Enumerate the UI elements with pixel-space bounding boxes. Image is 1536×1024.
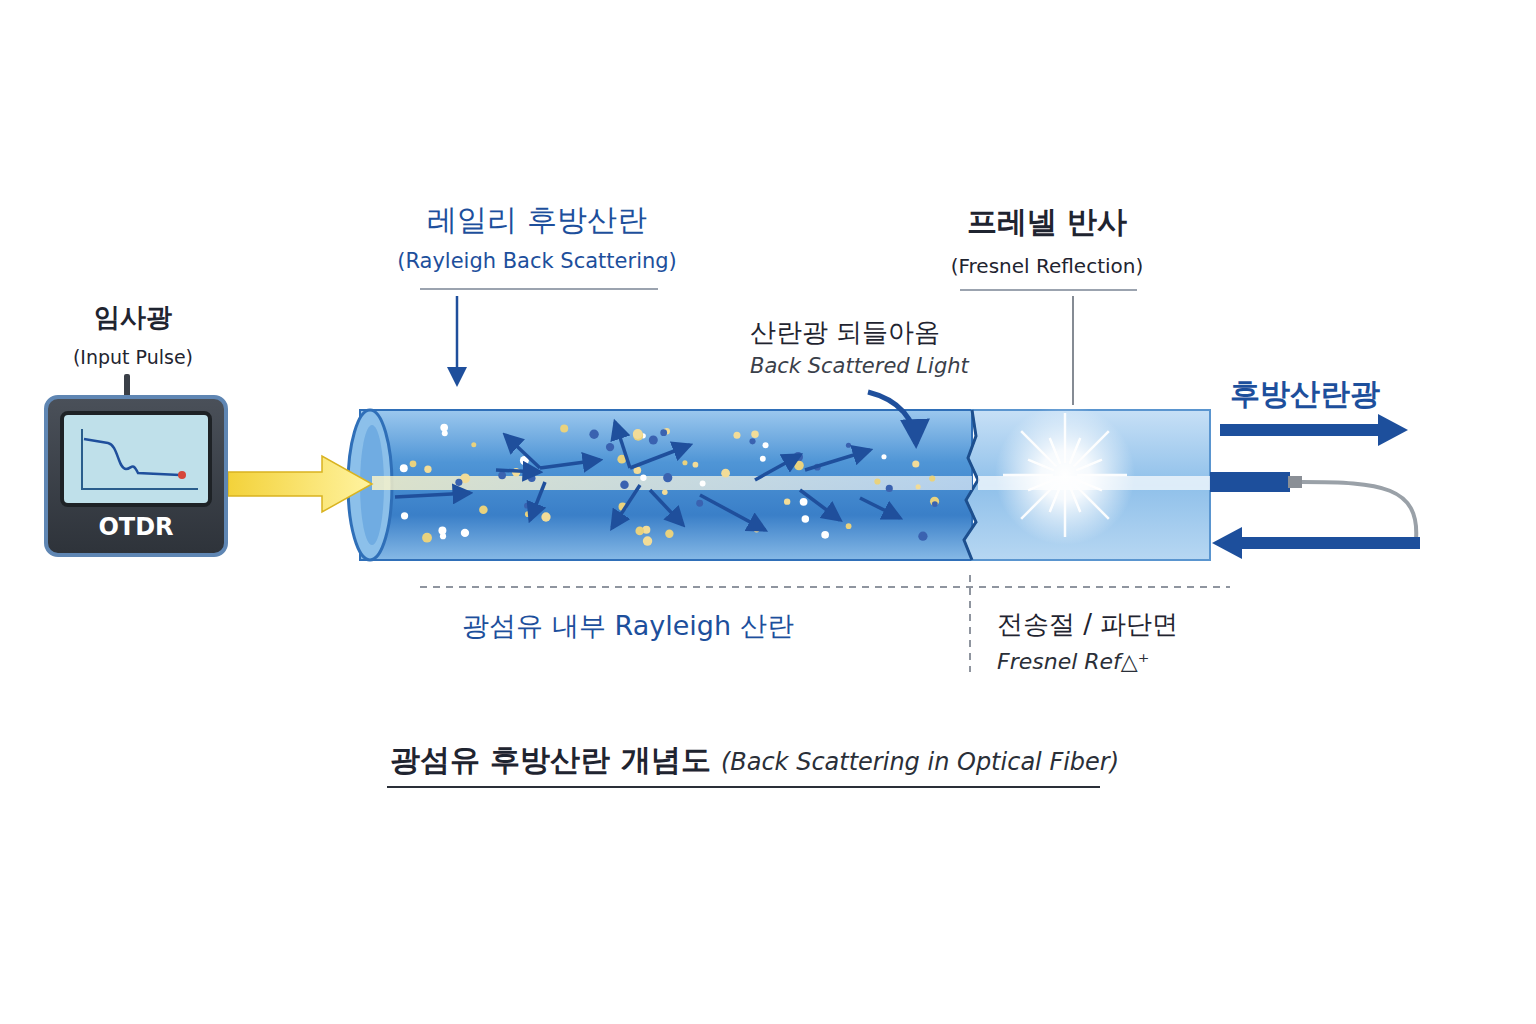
scatter-particle — [660, 429, 667, 436]
rayleigh-title: 레일리 후방산란 — [427, 202, 647, 238]
scatter-particle — [649, 436, 658, 445]
backscatter-arrows — [1212, 414, 1420, 559]
scatter-particle — [693, 462, 699, 468]
scatter-particle — [620, 480, 629, 489]
scatter-particle — [455, 479, 462, 486]
scatter-particle — [401, 512, 408, 519]
scatter-particle — [912, 460, 919, 467]
scatter-particle — [665, 530, 673, 538]
title-underline — [387, 786, 1100, 788]
scatter-particle — [721, 469, 730, 478]
glow-ray — [1073, 483, 1108, 518]
scatter-particle — [498, 471, 506, 479]
scatter-particle — [635, 527, 644, 536]
glow-ray — [1077, 474, 1127, 477]
scatter-particle — [440, 424, 448, 432]
scatter-particle — [918, 532, 927, 541]
glow-ray — [1021, 483, 1056, 518]
scatter-particle — [696, 500, 703, 507]
scatter-particle — [846, 443, 851, 448]
fresnel-subtitle: (Fresnel Reflection) — [951, 254, 1144, 278]
optical-fiber — [348, 405, 1416, 560]
fresnel-title: 프레넬 반사 — [967, 204, 1127, 240]
scatter-particle — [479, 506, 487, 514]
glow-ray — [1003, 474, 1053, 477]
scatter-particle — [929, 475, 935, 481]
diagram-title: 광섬유 후방산란 개념도 — [390, 742, 711, 778]
scatter-particle — [589, 430, 598, 439]
scatter-particle — [422, 533, 432, 543]
otdr-device: OTDR — [44, 395, 228, 557]
scatter-particle — [461, 529, 469, 537]
scatter-particle — [733, 432, 740, 439]
glow-ray — [1021, 431, 1056, 466]
scatter-particle — [663, 473, 672, 482]
scatter-particle — [606, 443, 614, 451]
scatter-particle — [821, 531, 829, 539]
glow-ray — [1073, 431, 1108, 466]
glow-ray — [1028, 480, 1054, 491]
glow-ray — [1064, 413, 1067, 463]
scatter-particle — [640, 475, 646, 481]
glow-ray — [1050, 438, 1061, 464]
return-title: 산란광 되들아옴 — [750, 317, 940, 348]
scatter-particle — [802, 515, 810, 523]
region-label: 광섬유 내부 Rayleigh 산란 — [462, 610, 793, 642]
scatter-particle — [846, 523, 852, 529]
scatter-particle — [662, 490, 668, 496]
scatter-particle — [916, 484, 921, 489]
scatter-particle — [886, 485, 893, 492]
scatter-particle — [442, 430, 448, 436]
scatter-particle — [932, 501, 938, 507]
return-subtitle: Back Scattered Light — [750, 354, 969, 379]
scatter-particle — [751, 430, 758, 437]
scatter-particle — [424, 466, 431, 473]
scatter-particle — [784, 499, 790, 505]
caption-english: (Back Scattering in Optical Fiber) — [721, 748, 1119, 777]
scatter-particle — [440, 533, 446, 539]
scatter-particle — [700, 481, 706, 487]
pulse-title: 임사광 — [94, 302, 172, 333]
scatter-particle — [643, 536, 652, 545]
input-pulse-arrow — [228, 456, 372, 512]
scatter-particle — [749, 438, 755, 444]
break-title: 전송절 / 파단면 — [997, 609, 1178, 640]
scatter-particle — [524, 503, 530, 509]
glow-ray — [1064, 487, 1067, 537]
glow-ray — [1070, 486, 1081, 512]
scatter-particle — [682, 460, 687, 465]
scatter-particle — [881, 454, 886, 459]
scatter-particle — [760, 456, 766, 462]
glow-ray — [1076, 460, 1102, 471]
device-label: OTDR — [98, 513, 173, 542]
scatter-particle — [560, 425, 568, 433]
scatter-particle — [794, 461, 804, 471]
scatter-particle — [541, 512, 550, 521]
scatter-particle — [800, 498, 808, 506]
scatter-particle — [874, 478, 880, 484]
leader-lines — [420, 289, 1137, 444]
pulse-subtitle: (Input Pulse) — [73, 346, 193, 369]
scatter-particle — [471, 442, 476, 447]
break-subtitle: Fresnel Ref△⁺ — [997, 649, 1149, 675]
scatter-particle — [763, 442, 769, 448]
scatter-particle — [410, 460, 417, 467]
backscatter-label: 후방산란광 — [1230, 376, 1380, 412]
scatter-particle — [400, 464, 408, 472]
scatter-particle — [633, 429, 643, 439]
rayleigh-subtitle: (Rayleigh Back Scattering) — [397, 249, 677, 274]
scatter-particle — [528, 474, 536, 482]
